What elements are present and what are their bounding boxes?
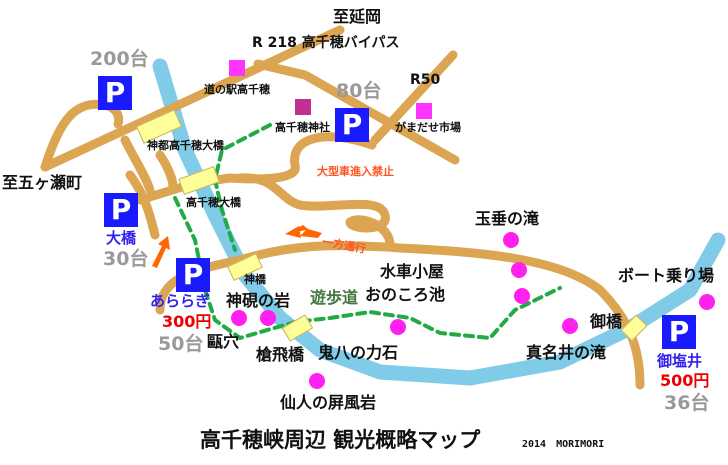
- entry-arrow-icon: [152, 236, 170, 268]
- parking-4-capacity: 50台: [158, 333, 204, 355]
- to-gokase-label: 至五ヶ瀬町: [2, 173, 83, 192]
- place-label: 甌穴: [207, 332, 240, 351]
- place-label: おのころ池: [365, 285, 446, 304]
- parking-icon[interactable]: P: [335, 108, 369, 142]
- road-r218: [40, 25, 345, 172]
- walkway-label: 遊歩道: [310, 288, 359, 307]
- spot-marker: [503, 232, 519, 248]
- spot-marker: [699, 294, 715, 310]
- road-winding: [235, 173, 395, 250]
- r218-label: R 218 高千穂バイパス: [252, 35, 400, 51]
- spot-marker: [260, 310, 276, 326]
- parking-icon[interactable]: P: [176, 258, 210, 292]
- parking-4-name: あららぎ: [150, 292, 211, 310]
- bridge-label: 御橋: [590, 312, 623, 331]
- place-label: がまだせ市場: [395, 121, 461, 134]
- place-label: 仙人の屏風岩: [280, 393, 377, 412]
- place-label: 玉垂の滝: [475, 209, 540, 228]
- bridge-label: 神橋: [244, 273, 266, 286]
- spot-marker: [514, 288, 530, 304]
- road-218-branch: [253, 59, 460, 165]
- parking-3-name: 大橋: [106, 229, 137, 247]
- no-large-vehicles-label: 大型車進入禁止: [317, 165, 394, 178]
- parking-icon[interactable]: P: [662, 315, 696, 349]
- parking-5-name: 御塩井: [657, 352, 703, 370]
- map-title: 高千穂峡周辺 観光概略マップ: [200, 428, 481, 452]
- parking-2-capacity: 80台: [336, 80, 382, 102]
- place-label: 高千穂神社: [275, 121, 330, 134]
- place-label: ボート乗り場: [618, 266, 715, 285]
- spot-marker: [390, 319, 406, 335]
- bridge-label: 高千穂大橋: [186, 196, 241, 209]
- spot-marker: [309, 373, 325, 389]
- bridge-label: 神都高千穂大橋: [147, 139, 224, 152]
- bridge-label: 槍飛橋: [256, 345, 305, 364]
- michinoeki-marker: [229, 60, 245, 76]
- place-label: 鬼八の力石: [318, 343, 399, 362]
- place-label: 水車小屋: [380, 262, 445, 281]
- parking-5-price: 500円: [660, 371, 710, 390]
- place-label: 道の駅高千穂: [204, 83, 270, 96]
- to-nobeoka-label: 至延岡: [333, 7, 382, 26]
- oneway-arrow-icon: [285, 225, 322, 238]
- spot-marker: [511, 262, 527, 278]
- road-lower: [155, 241, 645, 390]
- parking-1-capacity: 200台: [90, 48, 149, 70]
- market-marker: [416, 103, 432, 119]
- parking-3-capacity: 30台: [103, 248, 149, 270]
- place-label: 神硯の岩: [226, 291, 291, 310]
- place-label: 真名井の滝: [526, 343, 607, 362]
- spot-marker: [562, 318, 578, 334]
- parking-icon[interactable]: P: [98, 76, 132, 110]
- parking-4-price: 300円: [162, 312, 212, 331]
- spot-marker: [231, 310, 247, 326]
- shrine-marker: [295, 99, 311, 115]
- r50-label: R50: [410, 72, 441, 88]
- road-r50: [370, 50, 458, 145]
- road-oohashi: [120, 135, 178, 240]
- parking-icon[interactable]: P: [104, 193, 138, 227]
- credit: 2014 MORIMORI: [522, 439, 605, 450]
- parking-5-capacity: 36台: [664, 392, 710, 414]
